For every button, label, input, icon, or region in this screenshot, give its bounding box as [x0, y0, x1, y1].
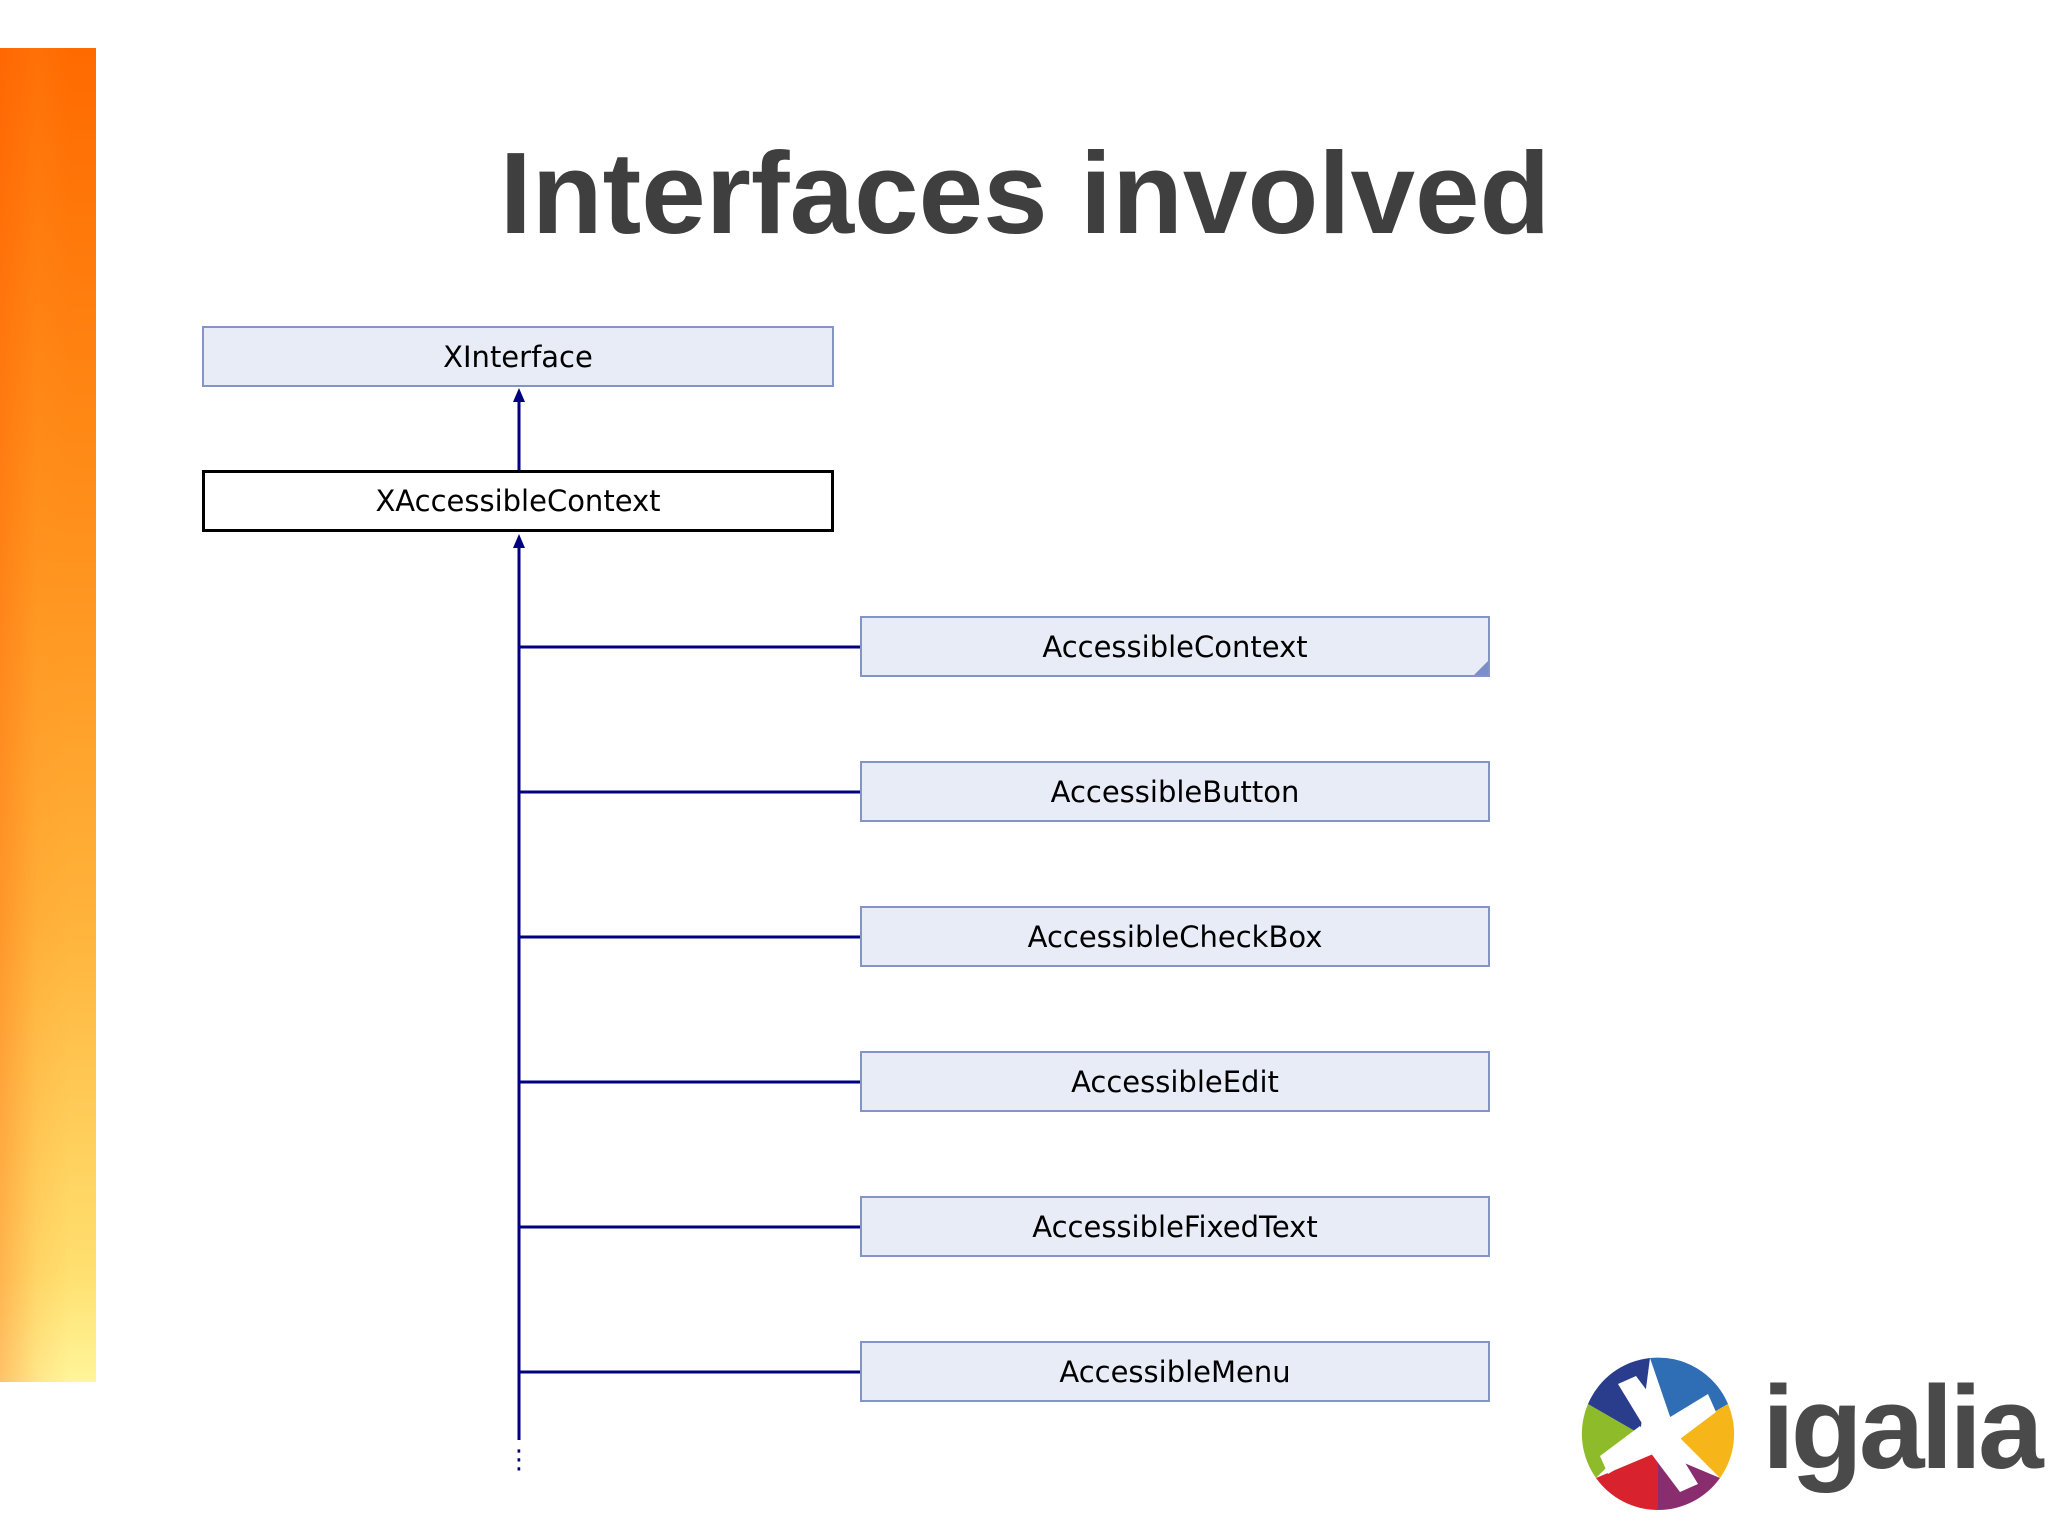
- class-node-current: XAccessibleContext: [202, 470, 834, 532]
- igalia-logo-mark: [1581, 1357, 1735, 1510]
- arrowhead-root: [513, 388, 525, 402]
- corner-fold-icon: [1474, 661, 1488, 675]
- class-node-label: XInterface: [443, 339, 593, 374]
- igalia-logo: [1581, 1357, 1735, 1510]
- class-node-label: AccessibleFixedText: [1032, 1209, 1318, 1244]
- class-node-child-4: AccessibleEdit: [860, 1051, 1490, 1112]
- class-node-child-2: AccessibleButton: [860, 761, 1490, 822]
- class-node-root: XInterface: [202, 326, 834, 387]
- class-node-child-5: AccessibleFixedText: [860, 1196, 1490, 1257]
- class-node-label: AccessibleMenu: [1059, 1354, 1291, 1389]
- decorative-side-bar: [0, 48, 96, 1382]
- class-node-label: XAccessibleContext: [375, 484, 661, 518]
- side-bar-glow: [0, 48, 70, 1382]
- slide-title: Interfaces involved: [499, 128, 1551, 258]
- continuation-ellipsis-icon: ⋮: [506, 1445, 532, 1475]
- class-node-child-6: AccessibleMenu: [860, 1341, 1490, 1402]
- class-node-label: AccessibleButton: [1050, 774, 1300, 809]
- class-node-label: AccessibleEdit: [1071, 1064, 1279, 1099]
- igalia-logo-text: igalia: [1762, 1362, 2044, 1494]
- class-node-child-3: AccessibleCheckBox: [860, 906, 1490, 967]
- class-node-label: AccessibleCheckBox: [1027, 919, 1323, 954]
- class-node-label: AccessibleContext: [1042, 629, 1308, 664]
- arrowhead-trunk: [513, 534, 525, 548]
- class-node-child-1: AccessibleContext: [860, 616, 1490, 677]
